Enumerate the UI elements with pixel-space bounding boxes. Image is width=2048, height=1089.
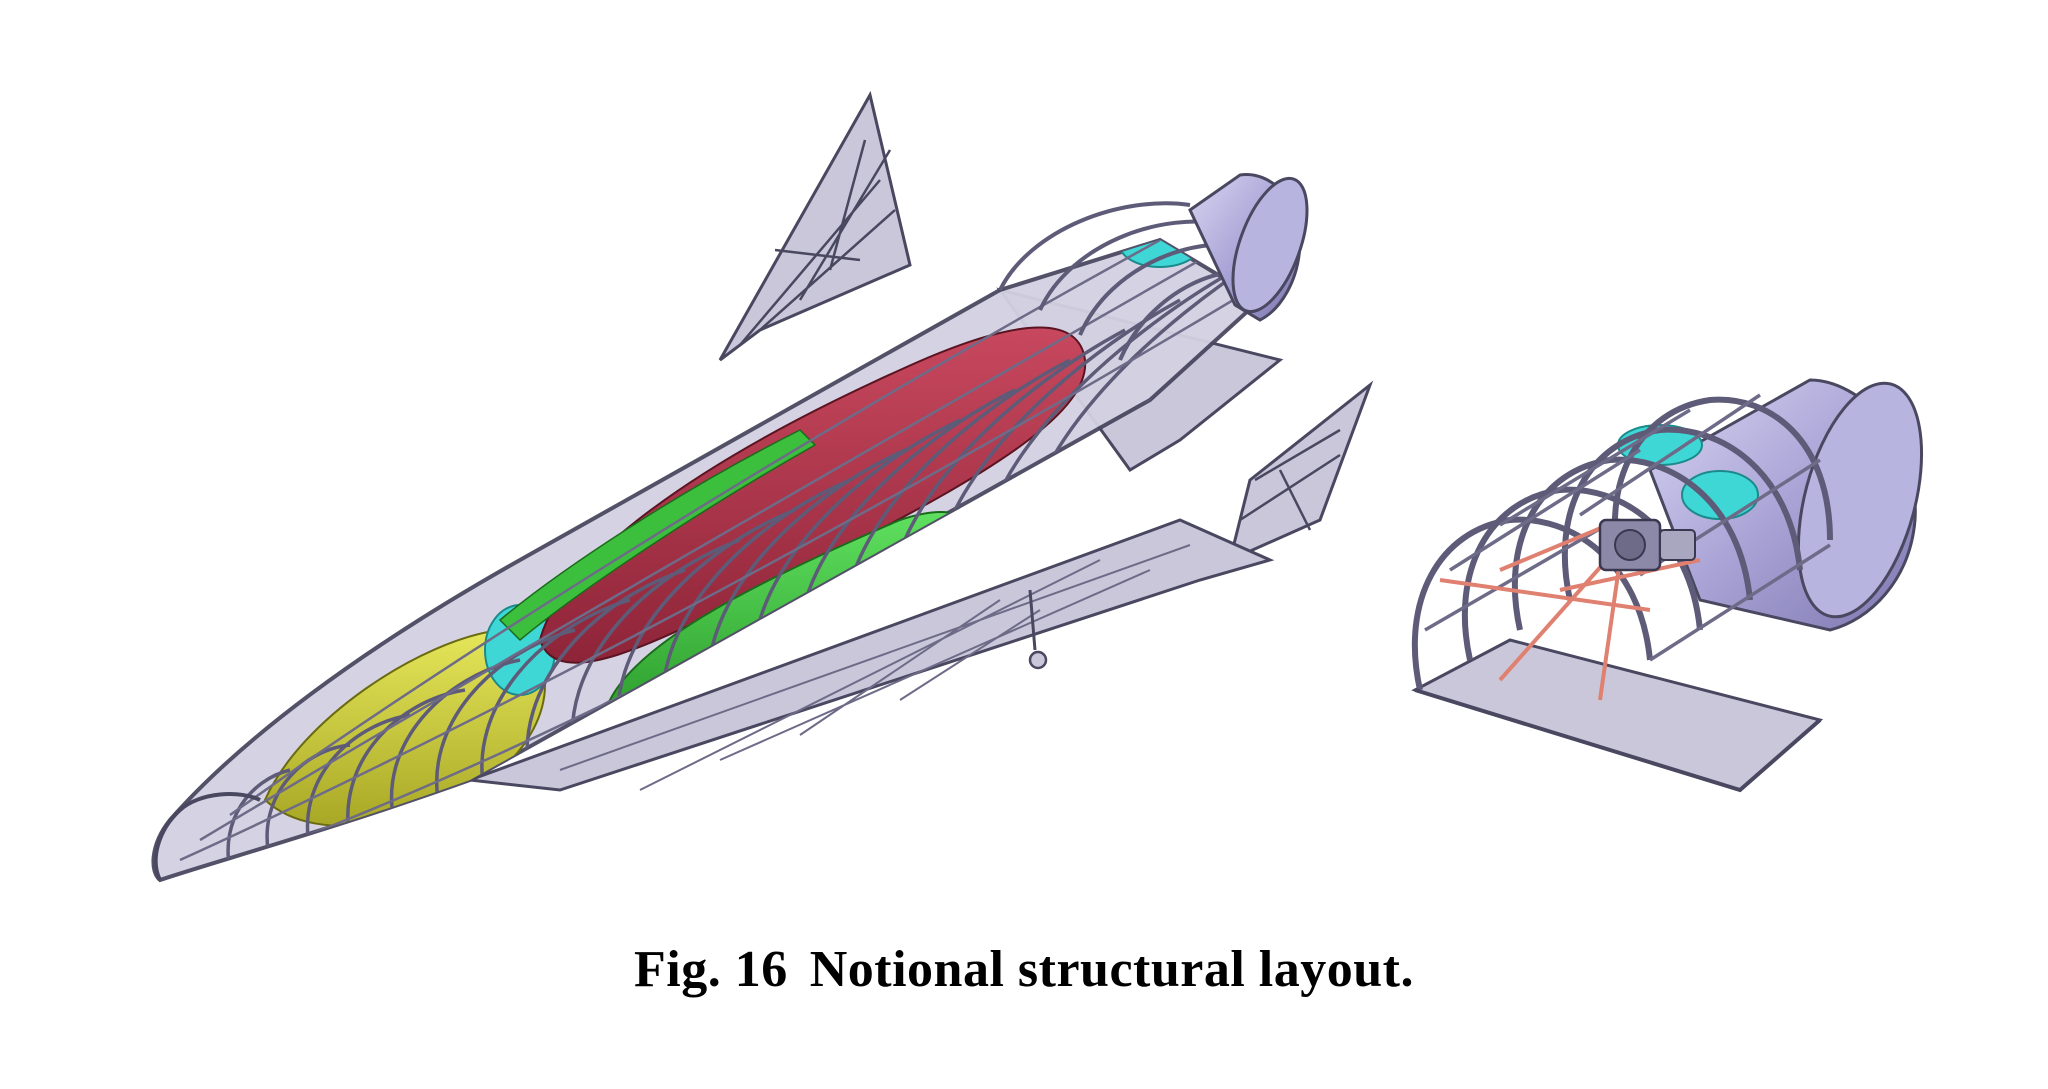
landing-gear [1028,589,1048,670]
figure-label: Fig. 16 [634,941,788,998]
module-engine-machinery [1598,518,1696,572]
vehicle-structure [151,90,1374,883]
figure-caption-text: Notional structural layout. [809,941,1414,998]
vertical-fin [718,90,912,362]
aft-engine-module [1411,378,1924,793]
main-engine-nozzle [1188,172,1309,322]
nose-cap [153,792,261,881]
module-bottom-edge [1414,688,1822,793]
cyan-aft-tank [1119,240,1201,268]
structural-layout-drawing [151,90,1924,883]
left-wing [469,518,1275,792]
module-base-plate [1411,638,1824,792]
figure-caption: Fig. 16 Notional structural layout. [0,940,2048,999]
